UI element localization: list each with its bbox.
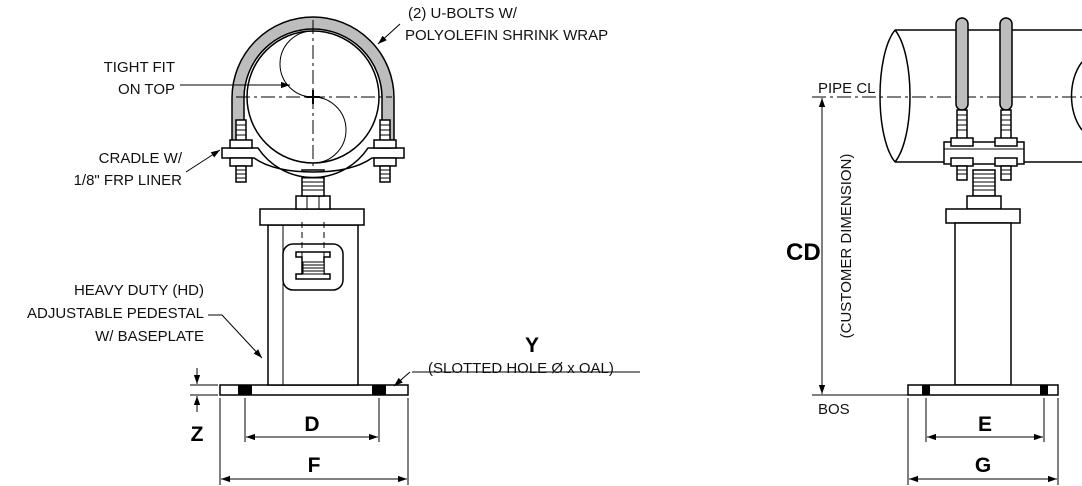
pedestal-top-plate: [259, 208, 365, 226]
callout-cradle-1: CRADLE W/: [99, 150, 183, 167]
dim-g-label: G: [975, 454, 991, 477]
dim-f-label: F: [308, 454, 321, 477]
label-customer-dimension: (CUSTOMER DIMENSION): [838, 154, 855, 339]
pedestal-tube-side: [954, 222, 1012, 386]
dim-e-label: E: [978, 413, 992, 436]
u-bolt-side-left: [955, 17, 969, 111]
adjustment-window: [282, 243, 344, 291]
callout-ubolts-1: (2) U-BOLTS W/: [408, 5, 518, 22]
dim-cd-label: CD: [786, 239, 821, 266]
callout-ubolts-2: POLYOLEFIN SHRINK WRAP: [405, 27, 608, 44]
callout-pedestal-1: HEAVY DUTY (HD): [74, 282, 204, 299]
slotted-hole-right: [372, 385, 386, 395]
label-pipe-cl: PIPE CL: [818, 80, 876, 97]
dim-y-label: Y: [525, 334, 539, 357]
callout-tight-fit-2: ON TOP: [118, 81, 175, 98]
front-view: (2) U-BOLTS W/ POLYOLEFIN SHRINK WRAP TI…: [27, 5, 640, 485]
leveling-nut: [295, 195, 331, 210]
cradle-bolt-right: [373, 119, 397, 183]
callout-pedestal-3: W/ BASEPLATE: [95, 328, 204, 345]
callout-cradle-2: 1/8" FRP LINER: [74, 172, 183, 189]
baseplate-side: [907, 384, 1059, 396]
callout-pedestal-2: ADJUSTABLE PEDESTAL: [27, 305, 204, 322]
callout-tight-fit-1: TIGHT FIT: [104, 59, 175, 76]
pedestal-top-plate-side: [945, 208, 1021, 224]
cradle-bolt-left: [229, 119, 253, 183]
side-view: PIPE CL BOS CD (CUSTOMER DIMENSION) E G: [786, 17, 1082, 485]
slotted-hole-left: [238, 385, 252, 395]
u-bolt-side-right: [999, 17, 1013, 111]
dim-z-label: Z: [191, 423, 204, 446]
dim-d-label: D: [304, 413, 319, 436]
callout-slotted-hole: (SLOTTED HOLE Ø x OAL): [428, 360, 614, 377]
pedestal-tube: [267, 224, 359, 386]
label-bos: BOS: [818, 401, 850, 418]
